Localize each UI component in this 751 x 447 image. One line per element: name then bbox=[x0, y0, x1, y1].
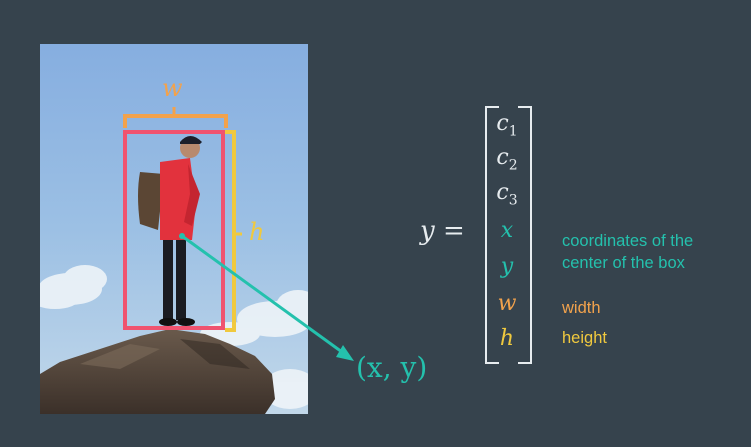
hiker bbox=[138, 136, 202, 326]
vector-entry-y: y bbox=[500, 254, 514, 279]
photo-scene bbox=[40, 44, 308, 414]
bbox-overlay bbox=[123, 107, 242, 332]
height-label: h bbox=[249, 218, 265, 246]
vector-entry-c2: c2 bbox=[496, 145, 518, 174]
equation-lhs: y = bbox=[420, 216, 465, 246]
vector-entry-c1: c1 bbox=[496, 111, 518, 140]
right-bracket bbox=[518, 106, 532, 364]
width-annotation: width bbox=[562, 299, 601, 317]
coordinates-line-2: center of the box bbox=[562, 254, 685, 272]
vector-entry-x: x bbox=[500, 218, 514, 243]
vector-entry-w: w bbox=[497, 291, 517, 316]
center-point-label: (x, y) bbox=[356, 351, 428, 384]
height-bracket bbox=[225, 130, 236, 332]
hiker-photo bbox=[40, 44, 308, 414]
vector-entry-c3: c3 bbox=[496, 180, 518, 209]
coordinates-annotation: coordinates of the center of the box bbox=[562, 230, 693, 274]
height-annotation: height bbox=[562, 329, 607, 347]
vector-entry-h: h bbox=[499, 326, 515, 351]
left-bracket bbox=[485, 106, 499, 364]
bounding-box bbox=[123, 130, 225, 330]
width-label: w bbox=[162, 74, 183, 102]
coordinates-line-1: coordinates of the bbox=[562, 232, 694, 250]
